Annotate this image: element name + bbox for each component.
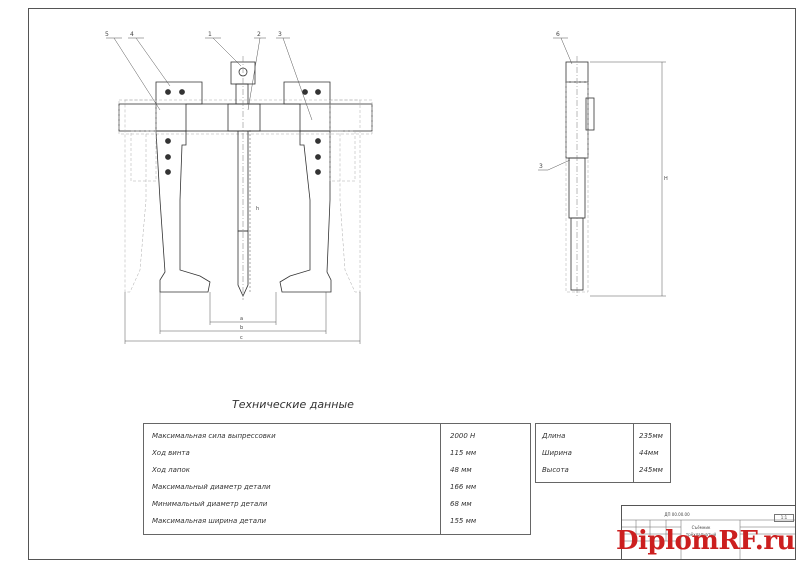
dim-label-h: h	[256, 206, 259, 212]
spec-table-divider	[440, 424, 441, 534]
title-block-lines	[621, 519, 796, 560]
spec-row: Максимальная сила выпрессовки 2000 Н	[144, 427, 530, 444]
dimensions-table-divider	[633, 424, 634, 482]
side-dimensions	[538, 37, 666, 297]
dimension-row: Высота 245мм	[536, 461, 670, 478]
left-bracket	[155, 81, 203, 132]
dim-label-H: H	[664, 176, 668, 182]
title-block	[621, 505, 796, 560]
crossbar-hidden	[118, 99, 373, 135]
spec-name: Ход винта	[152, 449, 190, 457]
dim-label-c: c	[240, 335, 243, 341]
screw-shaft	[235, 83, 249, 105]
dimensions-table: Длина 235мм Ширина 44мм Высота 245мм	[535, 423, 671, 483]
spec-row: Ход лапок 48 мм	[144, 461, 530, 478]
spec-name: Ход лапок	[152, 466, 190, 474]
side-arm-plate	[585, 97, 595, 131]
spec-name: Минимальный диаметр детали	[152, 500, 268, 508]
callout-3: 3	[278, 31, 282, 38]
front-view	[118, 56, 373, 300]
callout-5: 5	[105, 31, 109, 38]
title-block-code: ДП 00.00.00	[664, 512, 690, 517]
front-dimensions	[124, 130, 361, 344]
callout-1: 1	[208, 31, 212, 38]
dimension-row: Длина 235мм	[536, 427, 670, 444]
callout-6: 6	[556, 31, 560, 38]
title-block-scale: 1:1	[774, 514, 794, 522]
spec-row: Максимальная ширина детали 155 мм	[144, 512, 530, 529]
dimension-name: Длина	[542, 432, 566, 440]
dimension-value: 245мм	[639, 466, 663, 474]
title-block-name-line2: трёхлапчатый	[685, 532, 717, 537]
spec-row: Минимальный диаметр детали 68 мм	[144, 495, 530, 512]
drawing-frame	[28, 8, 796, 560]
left-jaw-hidden	[124, 99, 157, 293]
spec-name: Максимальная сила выпрессовки	[152, 432, 276, 440]
dimension-row: Ширина 44мм	[536, 444, 670, 461]
callout-2: 2	[257, 31, 261, 38]
screw-tip	[237, 230, 249, 297]
spec-value: 115 мм	[450, 449, 477, 457]
side-view	[565, 56, 595, 298]
callout-4: 4	[130, 31, 134, 38]
screw-nut	[227, 103, 261, 132]
dimension-name: Высота	[542, 466, 569, 474]
right-jaw	[279, 130, 332, 293]
side-callout-3: 3	[539, 163, 543, 170]
spec-row: Ход винта 115 мм	[144, 444, 530, 461]
dim-label-a: a	[240, 316, 243, 322]
front-callout-leaders	[106, 37, 313, 121]
tech-data-title: Технические данные	[232, 398, 354, 411]
crossbar	[118, 103, 373, 132]
watermark-logo: DiplomRF.ru	[616, 526, 795, 556]
spec-name: Максимальная ширина детали	[152, 517, 267, 525]
spec-value: 155 мм	[450, 517, 477, 525]
title-block-name-line1: Съёмник	[691, 525, 711, 530]
spec-value: 48 мм	[450, 466, 472, 474]
spec-table: Максимальная сила выпрессовки 2000 Н Ход…	[143, 423, 531, 535]
spec-name: Максимальный диаметр детали	[152, 483, 271, 491]
dimension-name: Ширина	[542, 449, 572, 457]
spec-value: 2000 Н	[450, 432, 476, 440]
spec-row: Максимальный диаметр детали 166 мм	[144, 478, 530, 495]
right-jaw-hidden	[329, 99, 361, 293]
dimension-value: 235мм	[639, 432, 663, 440]
left-jaw	[155, 130, 211, 293]
spec-value: 166 мм	[450, 483, 477, 491]
spec-value: 68 мм	[450, 500, 472, 508]
dim-label-b: b	[240, 325, 243, 331]
dimension-value: 44мм	[639, 449, 659, 457]
